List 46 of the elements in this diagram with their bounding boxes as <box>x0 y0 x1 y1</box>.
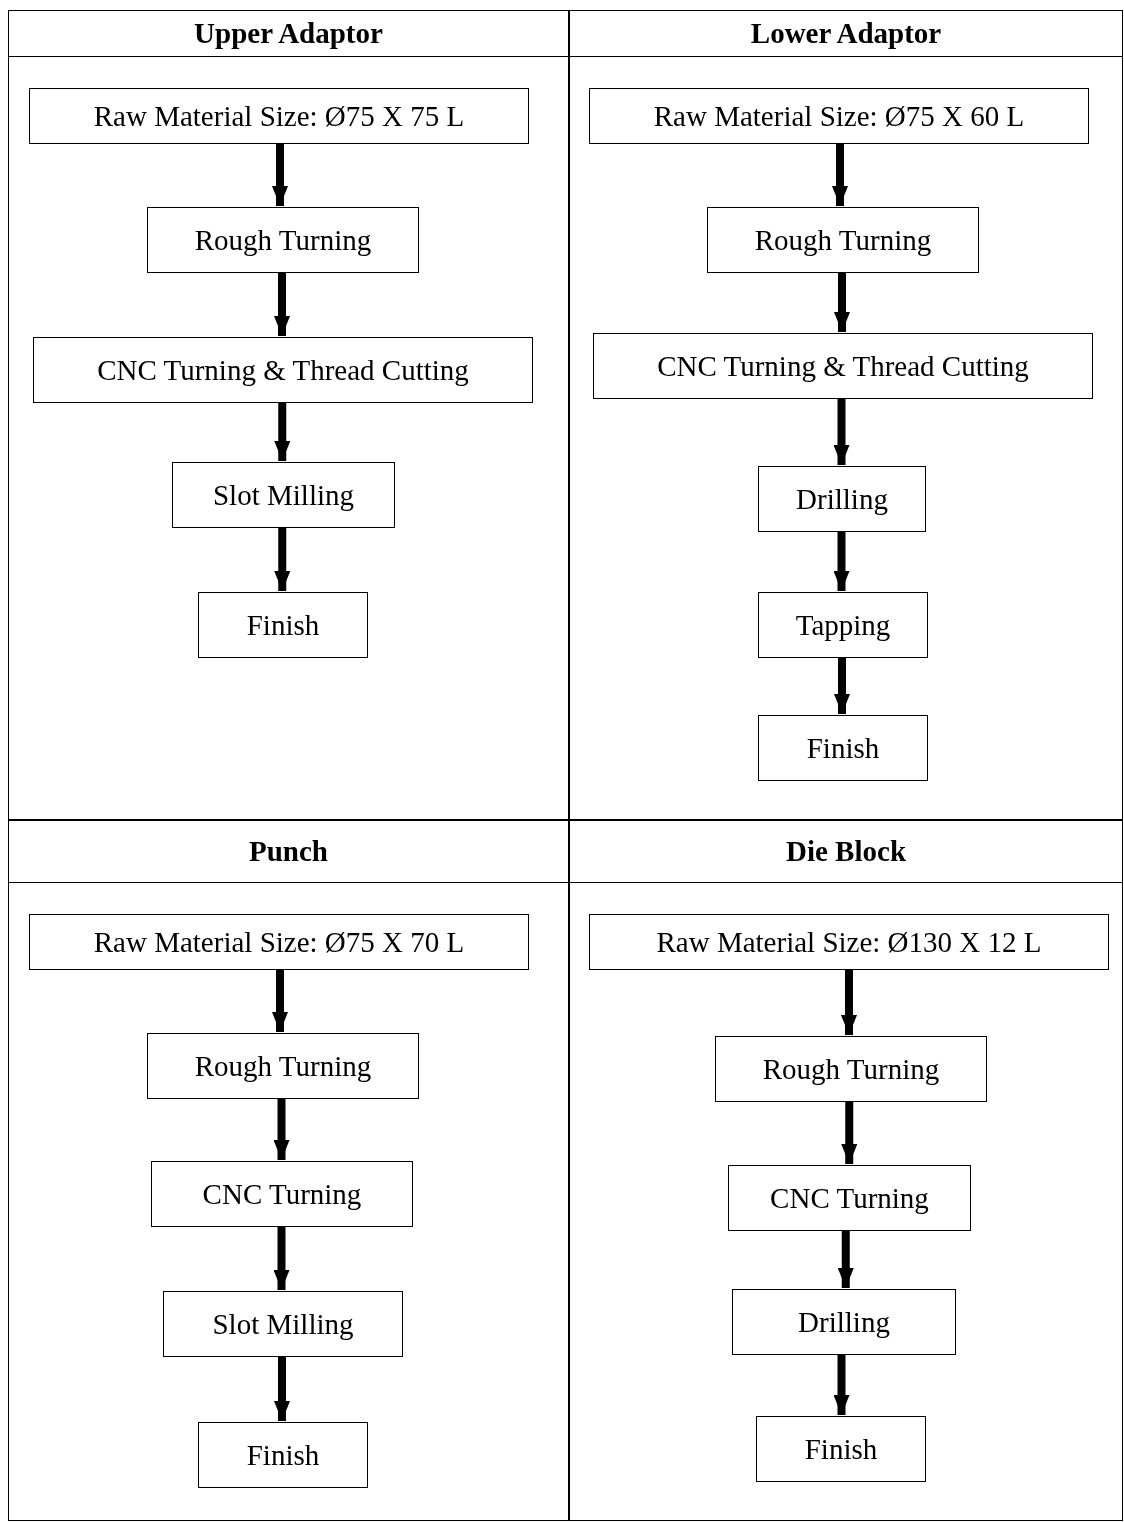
arrow <box>837 1230 854 1288</box>
arrow <box>272 969 288 1032</box>
table-cell <box>8 820 569 1521</box>
process-box: Finish <box>756 1416 926 1482</box>
process-box: Finish <box>198 592 368 658</box>
arrow <box>833 1354 850 1415</box>
table-cell <box>569 10 1123 820</box>
process-box: Drilling <box>732 1289 956 1355</box>
process-box: CNC Turning <box>151 1161 413 1227</box>
process-box: Rough Turning <box>715 1036 987 1102</box>
arrow <box>274 402 291 461</box>
arrow <box>841 1101 858 1164</box>
arrow <box>834 272 850 332</box>
process-box: Rough Turning <box>147 207 419 273</box>
process-box: CNC Turning <box>728 1165 971 1231</box>
process-box: Slot Milling <box>163 1291 403 1357</box>
column-heading: Lower Adaptor <box>750 19 942 48</box>
process-box: CNC Turning & Thread Cutting <box>593 333 1093 399</box>
process-box: Rough Turning <box>147 1033 419 1099</box>
process-box: Drilling <box>758 466 926 532</box>
process-box: CNC Turning & Thread Cutting <box>33 337 533 403</box>
table-cell <box>8 10 569 820</box>
process-box: Finish <box>758 715 928 781</box>
column-heading: Punch <box>249 837 328 866</box>
arrow <box>274 272 290 336</box>
arrow <box>841 969 857 1035</box>
arrow <box>273 1098 290 1160</box>
column-heading: Upper Adaptor <box>194 19 383 48</box>
arrow <box>272 143 288 206</box>
arrow <box>833 398 850 465</box>
process-box: Finish <box>198 1422 368 1488</box>
process-box: Slot Milling <box>172 462 395 528</box>
arrow <box>834 657 850 714</box>
arrow <box>274 527 291 591</box>
process-box: Tapping <box>758 592 928 658</box>
arrow <box>833 531 850 591</box>
arrow <box>274 1356 290 1421</box>
process-box: Raw Material Size: Ø130 X 12 L <box>589 914 1109 970</box>
process-box: Rough Turning <box>707 207 979 273</box>
arrow <box>832 143 848 206</box>
process-box: Raw Material Size: Ø75 X 70 L <box>29 914 529 970</box>
table-cell <box>569 820 1123 1521</box>
column-heading: Die Block <box>786 837 906 866</box>
process-box: Raw Material Size: Ø75 X 75 L <box>29 88 529 144</box>
process-box: Raw Material Size: Ø75 X 60 L <box>589 88 1089 144</box>
arrow <box>273 1226 290 1290</box>
